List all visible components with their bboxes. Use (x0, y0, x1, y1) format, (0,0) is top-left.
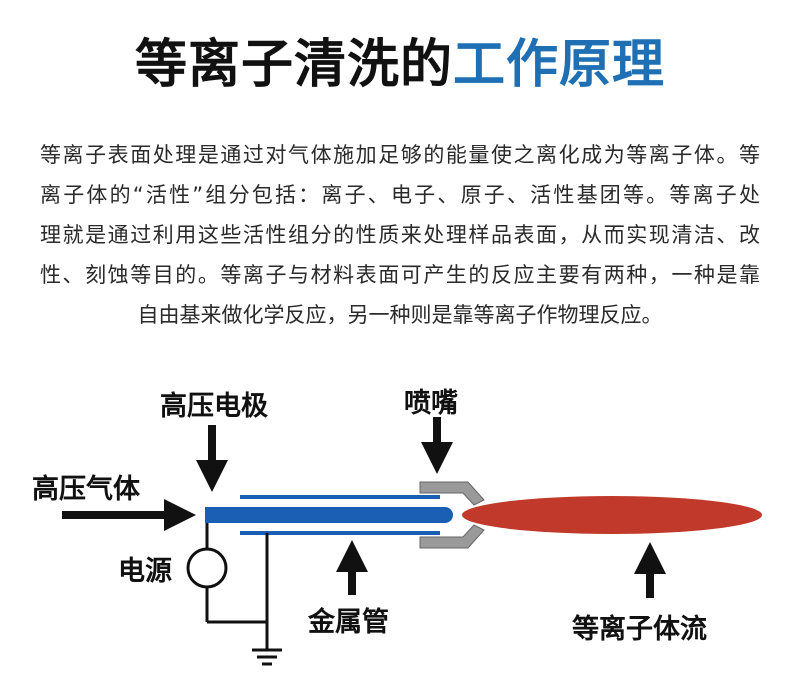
nozzle-lower (419, 524, 485, 549)
circuit-wiring (205, 523, 269, 650)
description-line-5: 自由基来做化学反应，另一种则是靠等离子作物理反应。 (137, 303, 663, 327)
description-line-1: 等离子表面处理是通过对气体施加足够的能量使之离化成为等离子体。等 (40, 143, 760, 167)
description-line-3: 理就是通过利用这些活性组分的性质来处理样品表面，从而实现清洁、改 (40, 223, 760, 247)
electrode-rod (205, 507, 453, 523)
power-source-symbol (186, 547, 228, 589)
nozzle-upper (419, 481, 485, 506)
label-plasma-flow: 等离子体流 (572, 614, 707, 645)
label-high-voltage-electrode: 高压电极 (160, 391, 268, 422)
ground-icon (252, 648, 282, 666)
title-part-2: 工作原理 (453, 35, 666, 95)
label-nozzle: 喷嘴 (404, 388, 458, 419)
plasma-plume (462, 496, 762, 534)
description-line-2: 离子体的“活性”组分包括：离子、电子、原子、活性基团等。等离子处 (40, 183, 760, 207)
description-line-4: 性、刻蚀等目的。等离子与材料表面可产生的反应主要有两种，一种是靠 (40, 263, 760, 287)
description-paragraph: 等离子表面处理是通过对气体施加足够的能量使之离化成为等离子体。等 离子体的“活性… (40, 135, 760, 335)
label-metal-tube: 金属管 (308, 607, 389, 638)
label-power-source: 电源 (118, 556, 172, 587)
page-title: 等离子清洗的工作原理 (0, 30, 800, 100)
label-high-pressure-gas: 高压气体 (32, 474, 140, 505)
title-part-1: 等离子清洗的 (134, 35, 453, 95)
